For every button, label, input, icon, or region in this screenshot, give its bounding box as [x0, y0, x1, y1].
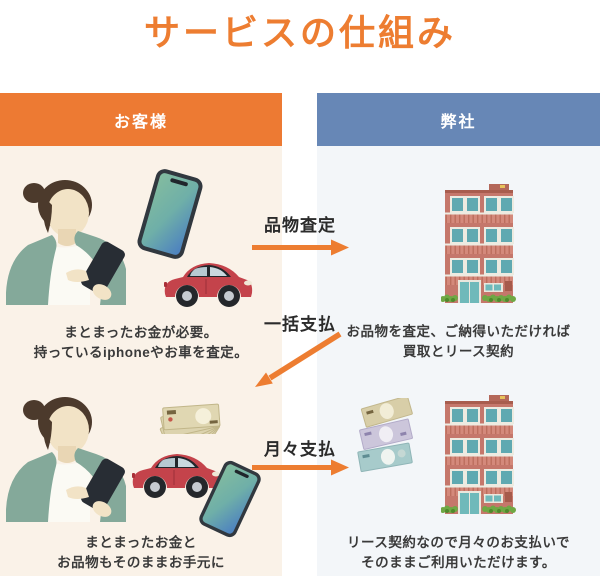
caption-line: まとまったお金が必要。	[64, 325, 218, 340]
company-header: 弊社	[317, 93, 600, 146]
company-caption-bottom: リース契約なので月々のお支払いで そのままご利用いただけます。	[317, 533, 600, 573]
smartphone-icon	[137, 169, 203, 259]
caption-line: そのままご利用いただけます。	[361, 555, 556, 570]
company-caption-top: お品物を査定、ご納得いただければ 買取とリース契約	[317, 322, 600, 362]
customer-person-icon	[6, 397, 126, 522]
arrow-down-left-icon	[255, 331, 342, 387]
caption-line: 買取とリース契約	[402, 344, 515, 359]
company-header-label: 弊社	[440, 113, 477, 131]
company-building-icon	[441, 184, 516, 303]
customer-header: お客様	[0, 93, 282, 146]
company-panel: 弊社	[317, 93, 600, 576]
caption-line: 持っているiphoneやお車を査定。	[33, 345, 249, 360]
customer-caption-bottom: まとまったお金と お品物もそのままお手元に	[0, 533, 282, 573]
customer-person-icon	[6, 180, 126, 305]
arrow-right-icon	[252, 459, 349, 476]
caption-line: まとまったお金と	[85, 535, 197, 550]
arrow-right-icon	[252, 239, 349, 256]
car-icon	[164, 263, 253, 307]
customer-header-label: お客様	[113, 113, 168, 131]
caption-line: お品物もそのままお手元に	[57, 555, 225, 570]
company-building-icon	[441, 395, 516, 514]
flow-label-appraisal: 品物査定	[264, 216, 336, 235]
caption-line: お品物を査定、ご納得いただければ	[346, 324, 571, 339]
car-icon	[132, 454, 221, 498]
yen-bills-icon	[357, 398, 413, 473]
flow-label-monthly: 月々支払	[264, 440, 336, 459]
smartphone-icon	[199, 460, 261, 538]
flow-label-lump-sum: 一括支払	[264, 315, 336, 334]
caption-line: リース契約なので月々のお支払いで	[347, 535, 570, 550]
money-fan-icon	[159, 403, 221, 434]
page-title: サービスの仕組み	[143, 12, 456, 53]
customer-caption-top: まとまったお金が必要。 持っているiphoneやお車を査定。	[0, 323, 282, 363]
